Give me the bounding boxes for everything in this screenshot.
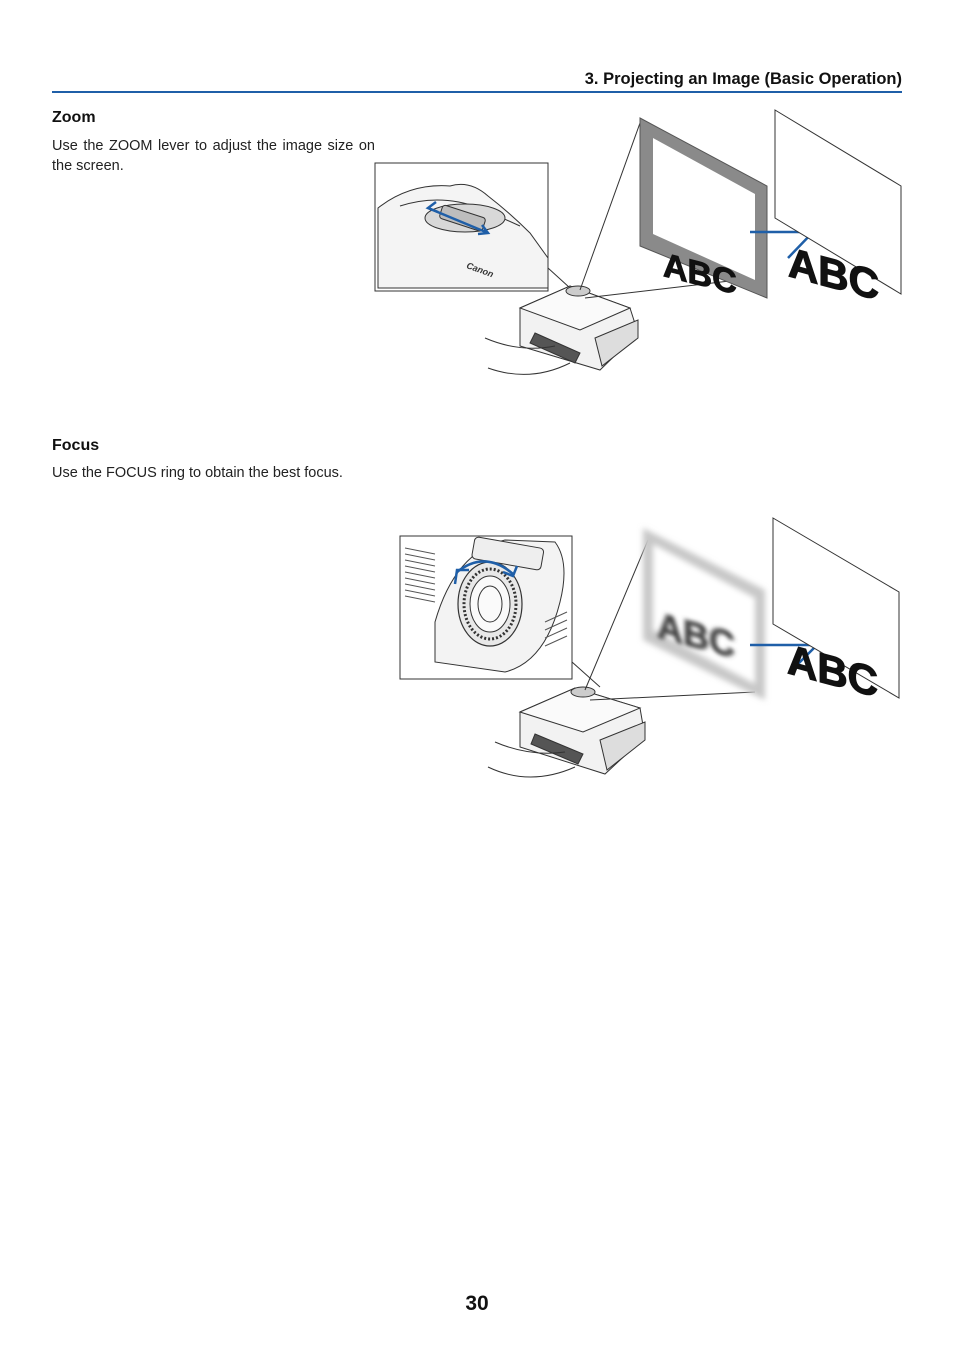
focus-illustration: ABC ABC: [399, 517, 900, 778]
focus-description: Use the FOCUS ring to obtain the best fo…: [52, 465, 343, 481]
page-number: 30: [465, 1292, 489, 1315]
small-projected-screen: ABC: [639, 117, 768, 303]
focus-heading: Focus: [52, 437, 100, 454]
focus-projector: [487, 686, 646, 778]
header-divider: [52, 91, 902, 93]
sharp-projected-screen: ABC: [772, 517, 900, 708]
zoom-description: Use the ZOOM lever to adjust the image s…: [52, 138, 375, 174]
focus-ring-inset: [399, 535, 573, 680]
zoom-heading: Zoom: [52, 109, 96, 126]
zoom-illustration: Canon ABC ABC: [374, 109, 902, 375]
blurred-projected-screen: ABC: [643, 528, 765, 700]
page-header-title: 3. Projecting an Image (Basic Operation): [584, 70, 902, 88]
zoom-projector: [484, 285, 639, 375]
double-arrow-icon: [425, 201, 491, 236]
large-projected-screen: ABC: [774, 109, 902, 311]
rotate-arrow-icon: [453, 560, 519, 585]
zoom-lever-inset: Canon: [374, 162, 549, 292]
